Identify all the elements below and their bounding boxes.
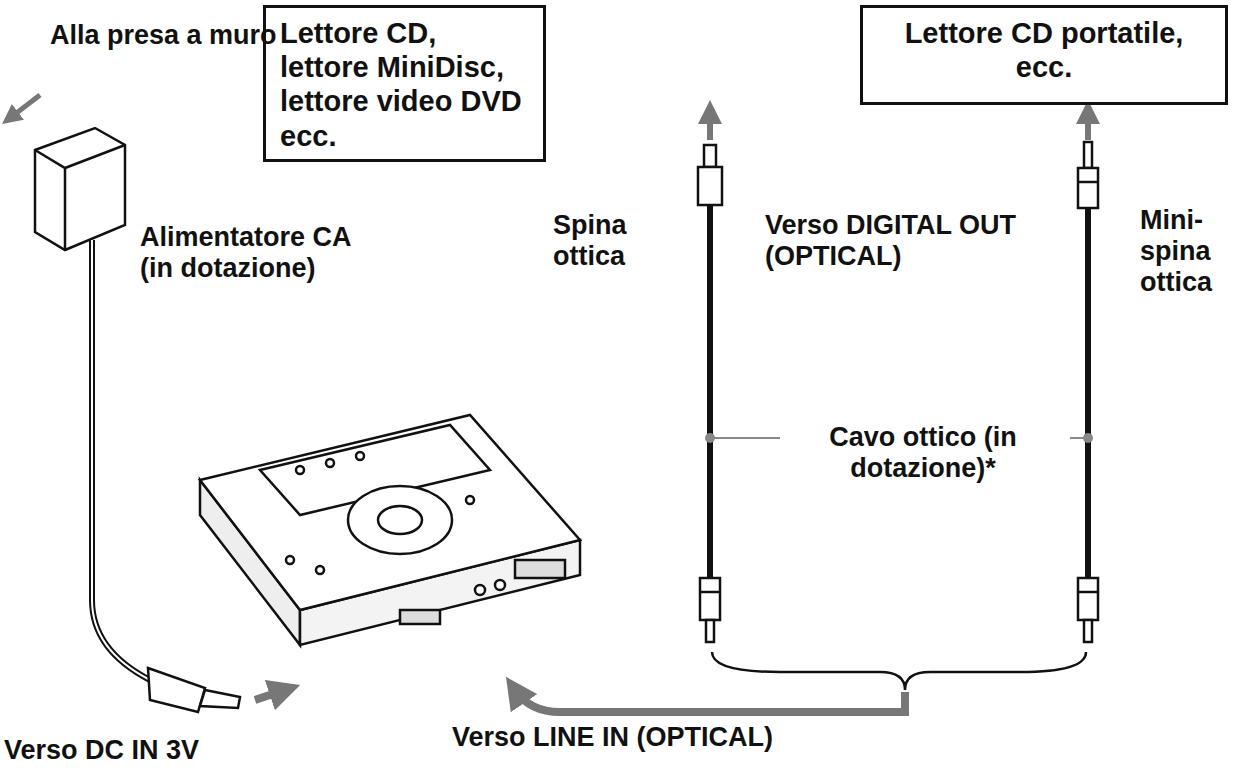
- line-in-arrow: [515, 690, 905, 712]
- wall-arrow: [10, 95, 40, 118]
- dc-in-label: Verso DC IN 3V: [4, 735, 304, 766]
- box-text: Lettore CD, lettore MiniDisc, lettore vi…: [280, 16, 529, 153]
- minidisc-recorder: [200, 415, 580, 645]
- line-in-label: Verso LINE IN (OPTICAL): [452, 722, 872, 753]
- dc-plug: [148, 668, 240, 712]
- optical-cable-right: [1078, 112, 1098, 642]
- box-text: Lettore CD portatile, ecc.: [877, 16, 1211, 84]
- plug-label: Spina ottica: [553, 210, 663, 272]
- optical-cable-left: [698, 112, 722, 642]
- wall-label: Alla presa a muro: [50, 20, 310, 51]
- output-label: Verso DIGITAL OUT (OPTICAL): [765, 210, 1035, 272]
- device-box: Lettore CD, lettore MiniDisc, lettore vi…: [263, 5, 546, 162]
- ac-adapter: [35, 128, 125, 250]
- miniplug-label: Mini- spina ottica: [1140, 205, 1235, 298]
- device-box: Lettore CD portatile, ecc.: [860, 5, 1228, 105]
- adapter-label: Alimentatore CA (in dotazione): [140, 222, 390, 284]
- bracket: [712, 652, 1086, 690]
- cable-label: Cavo ottico (in dotazione)*: [788, 422, 1058, 484]
